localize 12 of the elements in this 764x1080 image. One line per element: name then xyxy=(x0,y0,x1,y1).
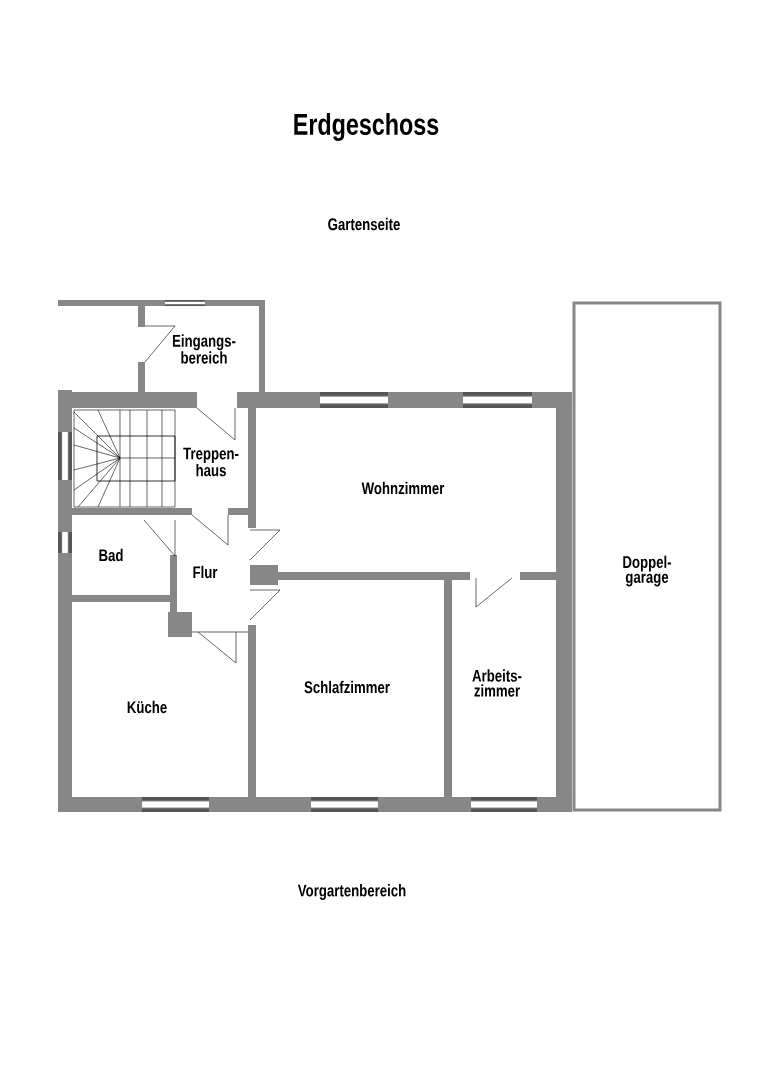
room-label: Arbeits- zimmer xyxy=(472,669,522,697)
title: Erdgeschoss xyxy=(294,113,439,141)
room-label: Eingangs- bereich xyxy=(172,334,236,364)
side-label: Gartenseite xyxy=(328,217,400,231)
room-label: Bad xyxy=(99,548,123,562)
room-label: Doppel- garage xyxy=(623,555,672,587)
room-label: Küche xyxy=(127,700,167,714)
room-label: Schlafzimmer xyxy=(304,680,390,694)
room-label: Treppen- haus xyxy=(183,447,239,477)
side-label: Vorgartenbereich xyxy=(297,884,406,900)
room-label: Flur xyxy=(193,565,218,579)
room-label: Wohnzimmer xyxy=(361,481,445,495)
